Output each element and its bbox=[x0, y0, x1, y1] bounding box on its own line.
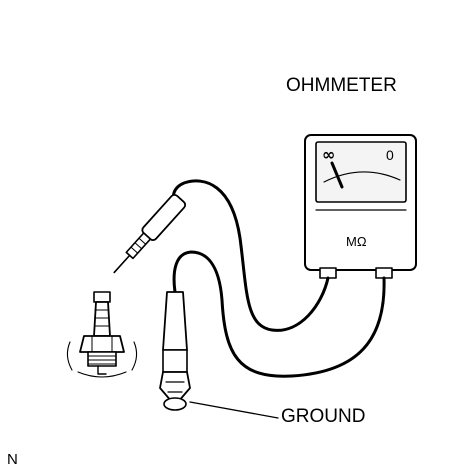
ground-clip bbox=[159, 291, 191, 411]
ground-label: GROUND bbox=[281, 406, 366, 427]
spark-plug bbox=[66, 291, 138, 378]
zero-mark: 0 bbox=[386, 147, 394, 163]
megohm-unit-label: MΩ bbox=[346, 234, 367, 249]
ground-lead-wire bbox=[172, 250, 386, 378]
probe-lead-wire bbox=[171, 179, 330, 332]
ground-pointer-line bbox=[189, 401, 279, 419]
infinity-mark: ∞ bbox=[322, 145, 335, 164]
figure-code-label: N bbox=[7, 451, 18, 468]
test-probe bbox=[113, 193, 187, 274]
ohmmeter bbox=[304, 134, 417, 279]
ohmmeter-label: OHMMETER bbox=[286, 75, 397, 96]
